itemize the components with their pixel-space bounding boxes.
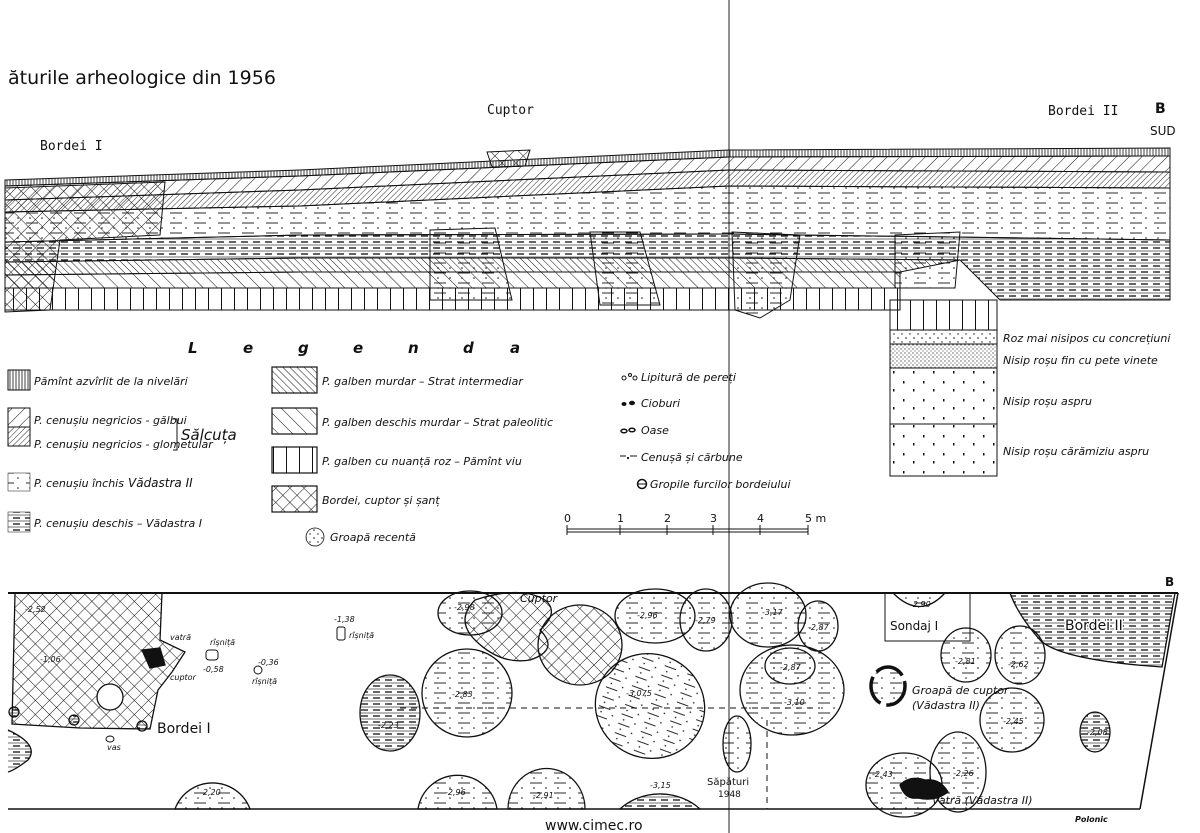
depth-label: -2,96 — [445, 788, 466, 797]
plan-label: Săpături — [707, 777, 749, 788]
legend-item-label: P. cenușiu negricios - gălbui — [34, 414, 187, 427]
depth-label: -2,81 — [955, 657, 976, 666]
legend-title: L e g e n d a — [188, 339, 520, 357]
depth-label: -2,62 — [1008, 660, 1029, 669]
plan-label-b: B — [1165, 575, 1174, 589]
legend-item-label: P. galben cu nuanță roz – Pămînt viu — [322, 455, 522, 468]
legend-right — [271, 366, 325, 547]
plan-label: (Vădastra II) — [912, 699, 980, 712]
legend-item-label: P. galben murdar – Strat intermediar — [322, 375, 524, 388]
depth-label: -2,87 — [780, 663, 802, 672]
section-label-sud: SUD — [1150, 124, 1176, 138]
legend-item-label: P. cenușiu negricios - glometular — [34, 438, 214, 451]
scale-tick-label: 0 — [564, 512, 571, 525]
legend-item-label: Bordei, cuptor și șanț — [322, 494, 440, 507]
legend-title-letter: e — [353, 339, 363, 357]
depth-label: -0,36 — [258, 658, 279, 667]
section-label-bordei-1: Bordei I — [40, 139, 103, 154]
legend-item-label: Groapă recentă — [330, 531, 416, 544]
depth-label: -1,06 — [40, 655, 61, 664]
legend-item-culture: Vădastra II — [128, 476, 193, 490]
stratigraphic-section — [4, 147, 1171, 477]
plan-label: rîșniță — [349, 631, 374, 640]
depth-label: -2,79 — [695, 616, 716, 625]
depth-label: -2,08 — [1087, 728, 1108, 737]
legend-item-label: P. galben deschis murdar – Strat paleoli… — [322, 416, 553, 429]
depth-label: -1,38 — [334, 615, 355, 624]
symbol-label: Lipitură de pereți — [641, 371, 736, 384]
legend-left — [7, 369, 178, 533]
depth-label: -2,52 — [25, 605, 46, 614]
scale-tick-label: 3 — [710, 512, 717, 525]
plan-label: Sondaj I — [890, 619, 938, 633]
legend-title-letter: g — [298, 339, 309, 357]
plan-label: Bordei I — [157, 721, 211, 737]
plan-label: Cuptor — [520, 592, 559, 605]
depth-label: -2,26 — [953, 769, 974, 778]
depth-label: -2,90 — [910, 600, 931, 609]
open-circles-icon — [621, 373, 638, 381]
legend-title-letter: n — [408, 339, 419, 357]
site-plan — [7, 582, 1179, 818]
source-watermark: www.cimec.ro — [545, 818, 643, 833]
depth-label: -0,58 — [203, 665, 224, 674]
depth-label: -2,20 — [200, 788, 221, 797]
scale-tick-label: 5 m — [805, 512, 826, 525]
section-label-cuptor: Cuptor — [487, 103, 534, 118]
section-label-bordei-2: Bordei II — [1048, 104, 1118, 119]
symbol-legend: Lipitură de pereți Cioburi Oase Cenușă ș… — [620, 371, 791, 491]
symbol-label: Oase — [641, 424, 669, 437]
post-hole-icon — [636, 478, 648, 490]
author-signature: Polonic — [1075, 815, 1108, 824]
depth-label: -3,075 — [626, 689, 652, 698]
depth-label: -2,98 — [454, 603, 475, 612]
column-layer-label: Nisip roșu aspru — [1003, 395, 1092, 408]
legend-title-letter: a — [510, 339, 520, 357]
symbol-label: Gropile furcilor bordeiului — [650, 478, 791, 491]
depth-label: -2,96 — [637, 611, 658, 620]
post-hole-icon — [8, 706, 148, 732]
column-layer-label: Nisip roșu fin cu pete vinete — [1003, 354, 1158, 367]
legend-title-letter: e — [243, 339, 253, 357]
legend-item-label: P. cenușiu deschis – Vădastra I — [34, 517, 202, 530]
section-label-b: B — [1155, 101, 1166, 117]
plan-label: rîșniță — [210, 638, 235, 647]
depth-label: -2,87 — [808, 623, 830, 632]
depth-label: -3,10 — [784, 698, 805, 707]
plan-label: rîșniță — [252, 677, 277, 686]
legend-title-letter: L — [188, 339, 198, 357]
plan-label: Bordei II — [1065, 618, 1123, 634]
symbol-label: Cioburi — [641, 397, 680, 410]
plan-label: vatră — [170, 633, 191, 642]
scale-tick-label: 2 — [664, 512, 671, 525]
scale-bar — [566, 525, 809, 535]
legend-title-letter: d — [463, 339, 474, 357]
black-dots-icon — [621, 400, 635, 406]
legend-item-label: Pămînt azvîrlit de la nivelări — [34, 375, 188, 388]
column-layer-labels: Roz mai nisipos cu concrețiuni Nisip roș… — [1003, 332, 1170, 458]
symbol-label: Cenușă și cărbune — [641, 451, 743, 464]
depth-label: -3,17 — [762, 608, 784, 617]
depth-label: -3,15 — [650, 781, 671, 790]
depth-label: -2,91 — [533, 791, 554, 800]
plan-label: cuptor — [170, 673, 197, 682]
drawing-title: ăturile arheologice din 1956 — [8, 67, 276, 89]
column-layer-label: Nisip roșu cărămiziu aspru — [1003, 445, 1149, 458]
salcuta-label: Sălcuța — [181, 426, 237, 444]
plan-label: Groapă de cuptor — [912, 684, 1010, 697]
depth-label: -2,83 — [452, 690, 473, 699]
scale-tick-label: 1 — [617, 512, 624, 525]
bone-ovals-icon — [620, 427, 636, 434]
ash-marks-icon — [620, 455, 637, 460]
depth-label: -2,45 — [1003, 717, 1024, 726]
scale-tick-label: 4 — [757, 512, 764, 525]
depth-label: -2,23 — [378, 721, 399, 730]
depth-label: -2,43 — [872, 770, 893, 779]
plan-label: 1948 — [718, 790, 741, 800]
plan-label: Vatră (Vădastra II) — [932, 794, 1033, 807]
legend-item-label: P. cenușiu închis — [34, 477, 124, 490]
plan-label: vas — [107, 743, 121, 752]
column-layer-label: Roz mai nisipos cu concrețiuni — [1003, 332, 1170, 345]
